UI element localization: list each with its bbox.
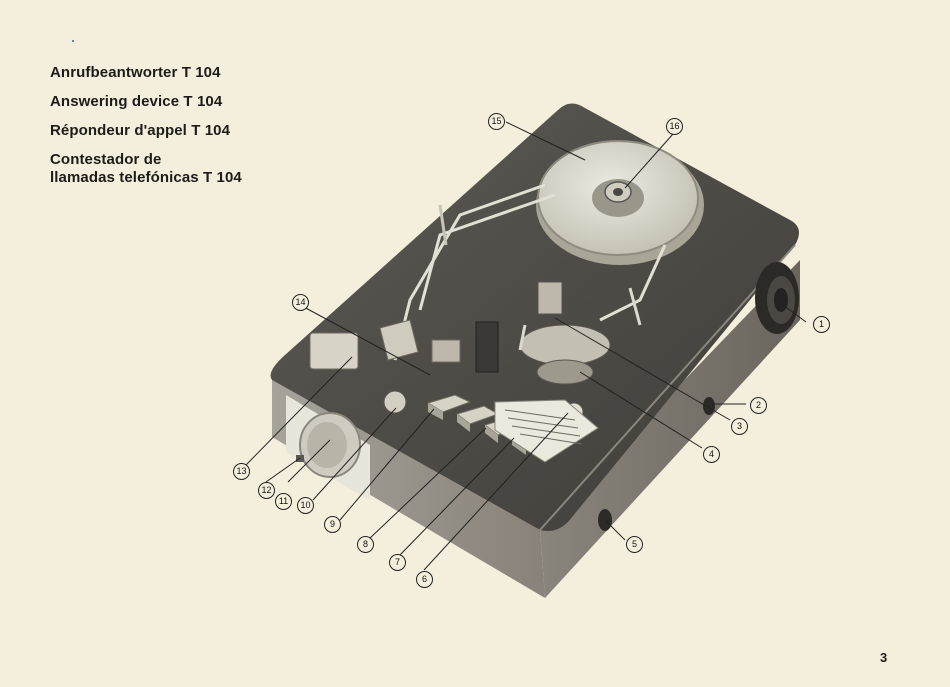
callout-6: 6 xyxy=(416,571,433,588)
callout-12: 12 xyxy=(258,482,275,499)
callout-10: 10 xyxy=(297,497,314,514)
callout-15: 15 xyxy=(488,113,505,130)
side-socket xyxy=(755,262,799,334)
callout-7: 7 xyxy=(389,554,406,571)
callout-8: 8 xyxy=(357,536,374,553)
callout-11: 11 xyxy=(275,493,292,510)
callout-4: 4 xyxy=(703,446,720,463)
callout-5: 5 xyxy=(626,536,643,553)
side-jack xyxy=(703,397,715,415)
callout-13: 13 xyxy=(233,463,250,480)
callout-16: 16 xyxy=(666,118,683,135)
callout-2: 2 xyxy=(750,397,767,414)
callout-3: 3 xyxy=(731,418,748,435)
callout-9: 9 xyxy=(324,516,341,533)
side-hole xyxy=(598,509,612,531)
callout-14: 14 xyxy=(292,294,309,311)
page-number: 3 xyxy=(880,650,887,665)
callout-1: 1 xyxy=(813,316,830,333)
